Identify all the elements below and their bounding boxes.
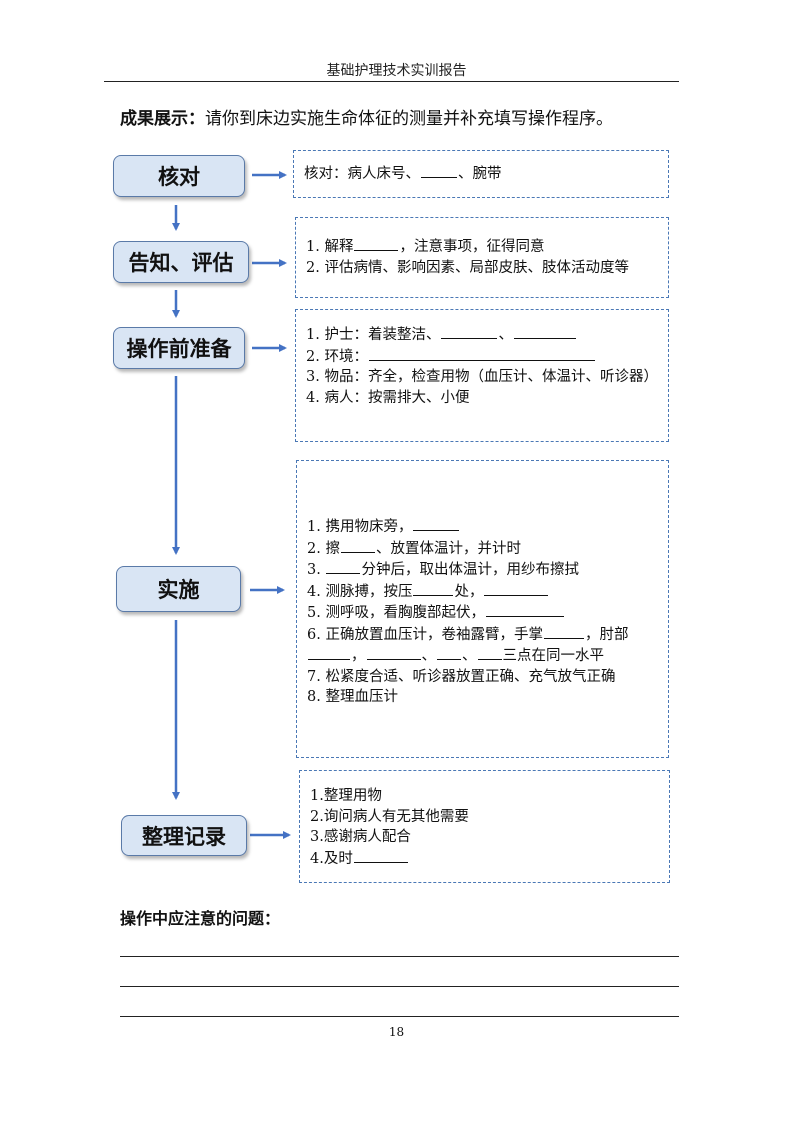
fill-blank[interactable] [477,645,502,660]
answer-line[interactable] [120,986,679,987]
detail-line: 2.询问病人有无其他需要 [310,808,469,825]
detail-line: 1. 护士：着装整洁、、 [306,324,660,346]
intro-label: 成果展示： [120,109,205,129]
fill-blank[interactable] [368,346,595,361]
fill-blank[interactable] [485,602,564,617]
detail-line: 4.及时 [310,848,661,870]
detail-line: 3. 分钟后，取出体温计，用纱布擦拭 [307,559,660,581]
header-rule [104,81,679,82]
answer-line[interactable] [120,1016,679,1017]
step-preparation: 操作前准备 [113,327,245,369]
detail-line: 5. 测呼吸，看胸腹部起伏， [307,602,660,624]
step-inform-assess: 告知、评估 [113,241,249,283]
detail-line: 1. 解释，注意事项，征得同意 [306,236,660,258]
detail-preparation: 1. 护士：着装整洁、、 2. 环境： 3. 物品：齐全，检查用物（血压计、体温… [295,309,669,442]
detail-line: 3. 物品：齐全，检查用物（血压计、体温计、听诊器） [306,369,658,385]
fill-blank[interactable] [484,581,549,596]
detail-line: 8. 整理血压计 [307,689,398,705]
step-record-title: 整理记录 [142,824,226,849]
step-implement: 实施 [116,566,241,612]
answer-line[interactable] [120,956,679,957]
fill-blank[interactable] [353,848,408,863]
fill-blank[interactable] [326,559,361,574]
step-verify-title: 核对 [158,165,200,189]
fill-blank[interactable] [413,581,454,596]
detail-implement: 1. 携用物床旁， 2. 擦、放置体温计，并计时 3. 分钟后，取出体温计，用纱… [296,460,669,758]
detail-line: 6. 正确放置血压计，卷袖露臂，手掌，肘部 [307,624,660,646]
intro-text: 请你到床边实施生命体征的测量并补充填写操作程序。 [205,109,613,129]
detail-record: 1.整理用物 2.询问病人有无其他需要 3.感谢病人配合 4.及时 [299,770,670,883]
notes-title: 操作中应注意的问题： [120,909,281,928]
fill-blank[interactable] [354,236,399,251]
header-title: 基础护理技术实训报告 [326,63,467,79]
page-number: 18 [388,1025,405,1039]
fill-blank[interactable] [413,516,460,531]
step-implement-title: 实施 [157,578,200,602]
detail-line: 2. 评估病情、影响因素、局部皮肤、肢体活动度等 [306,259,629,276]
fill-blank[interactable] [543,624,584,639]
fill-blank[interactable] [308,645,350,660]
detail-line: 2. 擦、放置体温计，并计时 [307,538,660,560]
intro-line: 成果展示：请你到床边实施生命体征的测量并补充填写操作程序。 [120,104,613,129]
detail-line: ，、、三点在同一水平 [307,645,660,667]
fill-blank[interactable] [437,645,461,660]
detail-line: 1.整理用物 [310,788,382,804]
step-prepare-title: 操作前准备 [126,337,232,361]
fill-blank[interactable] [366,645,421,660]
step-inform-title: 告知、评估 [128,251,234,275]
detail-line: 核对：病人床号、、腕带 [304,163,660,185]
detail-line: 2. 环境： [306,346,660,368]
detail-line: 1. 携用物床旁， [307,516,660,538]
fill-blank[interactable] [340,538,375,553]
detail-inform-assess: 1. 解释，注意事项，征得同意 2. 评估病情、影响因素、局部皮肤、肢体活动度等 [295,217,669,298]
detail-line: 3.感谢病人配合 [310,829,411,845]
detail-line: 7. 松紧度合适、听诊器放置正确、充气放气正确 [307,668,616,685]
detail-verify: 核对：病人床号、、腕带 [293,150,669,198]
fill-blank[interactable] [441,324,498,339]
detail-line: 4. 测脉搏，按压处， [307,581,660,603]
step-record: 整理记录 [121,815,247,856]
detail-line: 4. 病人：按需排大、小便 [306,389,470,406]
fill-blank[interactable] [513,324,576,339]
step-verify: 核对 [113,155,245,197]
fill-blank[interactable] [421,163,457,178]
